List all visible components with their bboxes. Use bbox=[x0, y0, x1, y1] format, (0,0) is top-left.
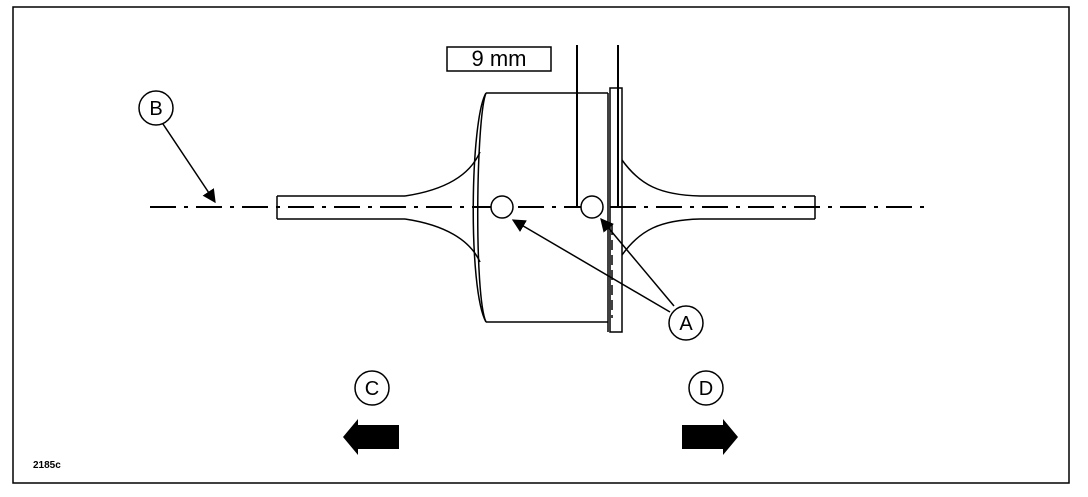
alignment-mark-left bbox=[490, 195, 514, 219]
dimension-label: 9 mm bbox=[446, 46, 552, 72]
arrow-right-icon bbox=[682, 419, 738, 455]
arrow-left-icon bbox=[343, 419, 399, 455]
right-shaft bbox=[700, 195, 816, 220]
right-flare bbox=[621, 159, 701, 256]
gauge-lines bbox=[576, 45, 619, 207]
callout-d-label: D bbox=[699, 378, 713, 400]
dimension-label-text: 9 mm bbox=[472, 46, 527, 71]
callout-a-label: A bbox=[679, 313, 693, 335]
housing-body bbox=[472, 87, 623, 333]
figure-reference-code: 2185c bbox=[33, 460, 61, 471]
callout-c: C bbox=[354, 370, 390, 406]
callout-b-label: B bbox=[149, 98, 162, 120]
leader-lines bbox=[162, 123, 675, 313]
alignment-mark-right bbox=[580, 195, 604, 219]
callout-a: A bbox=[668, 305, 704, 341]
callout-c-label: C bbox=[365, 378, 379, 400]
diagram-frame bbox=[12, 6, 1070, 484]
left-flare bbox=[404, 151, 481, 263]
callout-d: D bbox=[688, 370, 724, 406]
callout-b: B bbox=[138, 90, 174, 126]
left-shaft bbox=[276, 195, 405, 220]
